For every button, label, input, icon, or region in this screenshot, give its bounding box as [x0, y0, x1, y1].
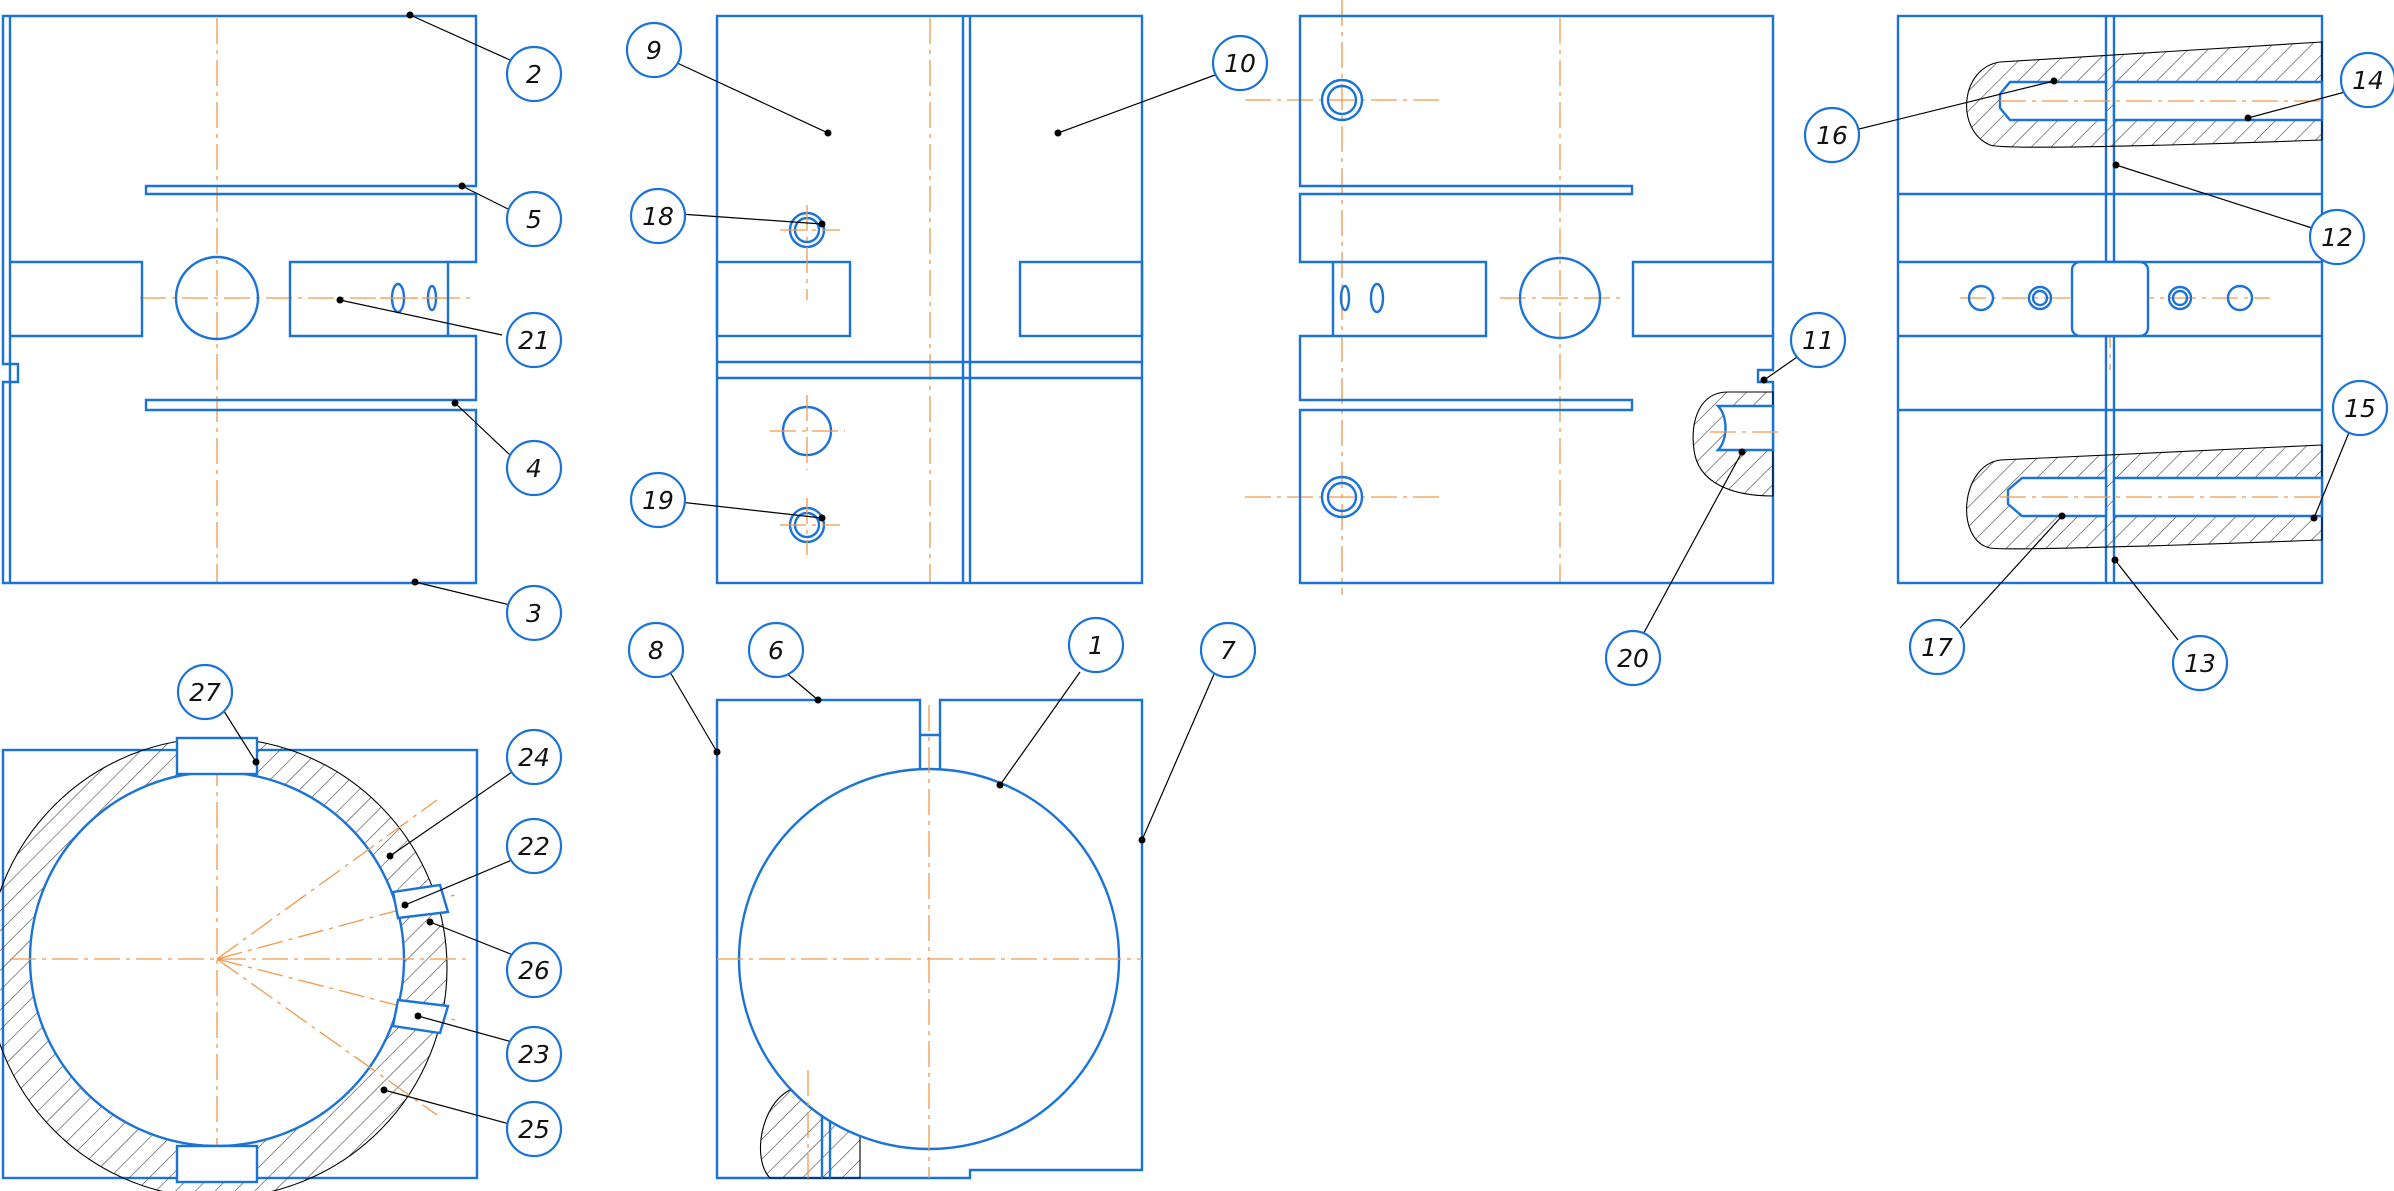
balloon-23: 23	[505, 1025, 563, 1083]
svg-text:12: 12	[2321, 223, 2353, 252]
balloon-26: 26	[505, 941, 563, 999]
balloon-10: 10	[1211, 34, 1269, 92]
balloon-19: 19	[629, 471, 687, 529]
svg-text:6: 6	[768, 636, 784, 665]
view-plate	[715, 698, 1144, 1180]
svg-text:9: 9	[646, 36, 662, 65]
balloon-14: 14	[2339, 51, 2394, 109]
svg-text:13: 13	[2184, 649, 2216, 678]
svg-text:17: 17	[1921, 633, 1953, 662]
balloon-2: 2	[505, 45, 563, 103]
svg-text:15: 15	[2344, 394, 2376, 423]
svg-text:14: 14	[2352, 66, 2384, 95]
svg-text:20: 20	[1617, 644, 1649, 673]
balloons: 2 5 21 4 3 9 10 18 19 11 20 16 14 12 15 …	[176, 21, 2394, 1158]
svg-text:18: 18	[642, 202, 674, 231]
balloon-4: 4	[505, 439, 563, 497]
balloon-20: 20	[1604, 629, 1662, 687]
svg-text:19: 19	[642, 486, 674, 515]
svg-text:27: 27	[189, 678, 221, 707]
balloon-7: 7	[1199, 621, 1257, 679]
balloon-11: 11	[1789, 311, 1847, 369]
balloon-22: 22	[505, 817, 563, 875]
svg-text:11: 11	[1802, 326, 1834, 355]
balloon-8: 8	[627, 621, 685, 679]
svg-text:25: 25	[518, 1115, 550, 1144]
svg-text:23: 23	[518, 1040, 550, 1069]
view-side	[1245, 0, 1780, 595]
svg-text:16: 16	[1816, 121, 1848, 150]
view-top	[715, 14, 1144, 585]
balloon-5: 5	[505, 190, 563, 248]
svg-text:2: 2	[526, 60, 542, 89]
svg-text:5: 5	[526, 205, 542, 234]
svg-text:4: 4	[526, 454, 542, 483]
balloon-16: 16	[1803, 106, 1861, 164]
balloon-3: 3	[505, 584, 563, 642]
balloon-17: 17	[1908, 618, 1966, 676]
svg-text:10: 10	[1224, 49, 1256, 78]
balloon-15: 15	[2331, 379, 2389, 437]
balloon-24: 24	[505, 728, 563, 786]
leader-lines	[221, 11, 2351, 1126]
balloon-27: 27	[176, 663, 234, 721]
balloon-1: 1	[1067, 616, 1125, 674]
svg-text:8: 8	[648, 636, 664, 665]
balloon-13: 13	[2171, 634, 2229, 692]
svg-text:1: 1	[1088, 631, 1104, 660]
balloon-21: 21	[505, 311, 563, 369]
view-section	[1896, 14, 2324, 585]
svg-text:22: 22	[518, 832, 550, 861]
balloon-9: 9	[625, 21, 683, 79]
view-front	[1, 14, 478, 585]
balloon-25: 25	[505, 1100, 563, 1158]
balloon-6: 6	[747, 621, 805, 679]
view-ring-section	[0, 736, 479, 1191]
svg-text:21: 21	[518, 326, 550, 355]
svg-text:24: 24	[518, 743, 550, 772]
balloon-12: 12	[2308, 208, 2366, 266]
svg-text:26: 26	[518, 956, 550, 985]
svg-text:3: 3	[526, 599, 542, 628]
svg-text:7: 7	[1220, 636, 1236, 665]
balloon-18: 18	[629, 187, 687, 245]
